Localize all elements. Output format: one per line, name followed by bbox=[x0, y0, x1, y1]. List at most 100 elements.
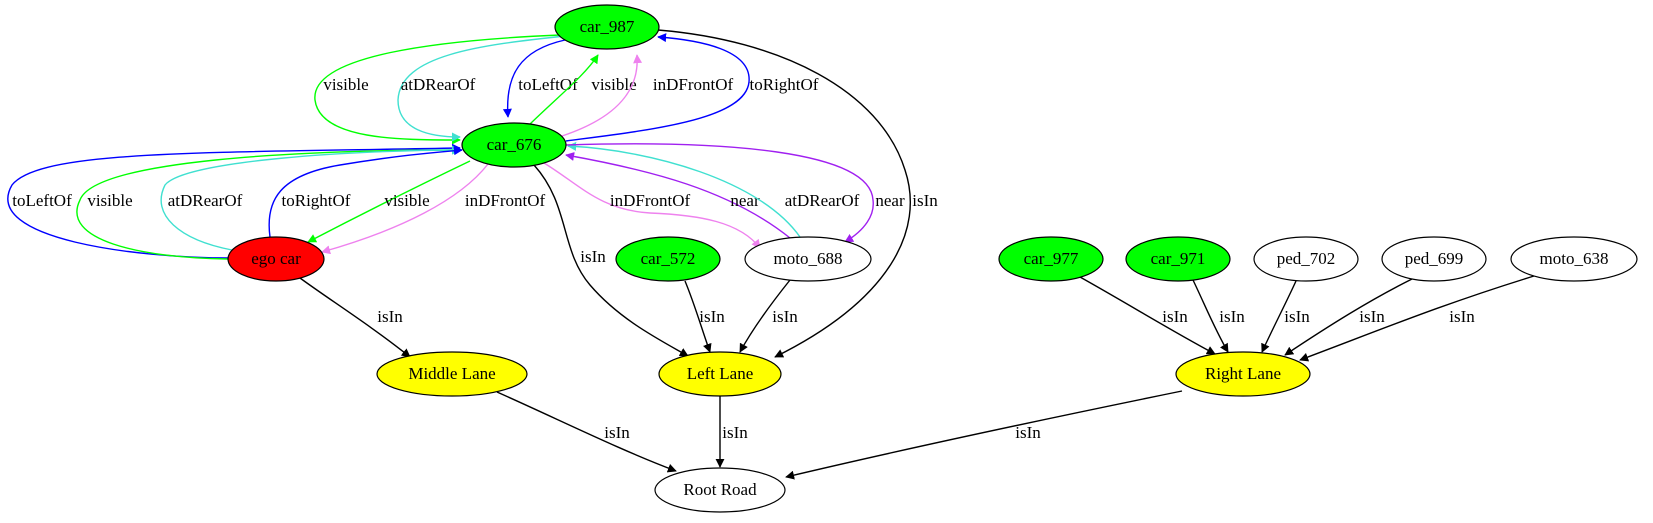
edge-car_987-to-car_676-atdrearof: atDRearOf bbox=[397, 35, 566, 142]
edge-line bbox=[785, 390, 1183, 480]
edge-line bbox=[684, 280, 712, 353]
node-ped-702: ped_702 bbox=[1253, 236, 1359, 282]
edge-car_676-to-ego_car-indfrontof: inDFrontOf bbox=[321, 163, 546, 255]
node-ellipse bbox=[1510, 236, 1638, 282]
edge-label: isIn bbox=[1449, 307, 1475, 326]
edge-moto_688-to-car_676-atdrearof: atDRearOf bbox=[567, 141, 860, 238]
edge-label: isIn bbox=[1015, 423, 1041, 442]
edge-label: isIn bbox=[1219, 307, 1245, 326]
node-car-572: car_572 bbox=[615, 236, 721, 282]
node-ellipse bbox=[1125, 236, 1231, 282]
edge-car_676-to-car_987-visible: visible bbox=[529, 54, 637, 125]
edge-car_987-to-car_676-toleftof: toLeftOf bbox=[502, 39, 578, 118]
edge-label: isIn bbox=[580, 247, 606, 266]
edge-ego_car-to-car_676-torightof: toRightOf bbox=[268, 146, 463, 238]
edge-label: visible bbox=[323, 75, 368, 94]
edge-label: toLeftOf bbox=[518, 75, 578, 94]
node-middle-lane: Middle Lane bbox=[376, 351, 528, 397]
edge-car_676-to-left_lane-isin: isIn bbox=[533, 164, 689, 357]
edge-line bbox=[739, 279, 791, 353]
edge-ped_699-to-right_lane-isin: isIn bbox=[1284, 278, 1413, 356]
node-label: ped_702 bbox=[1277, 249, 1336, 268]
node-label: car_572 bbox=[641, 249, 696, 268]
node-ellipse bbox=[998, 236, 1104, 282]
edge-label: toRightOf bbox=[750, 75, 819, 94]
edge-label: toLeftOf bbox=[12, 191, 72, 210]
node-label: ego car bbox=[251, 249, 301, 268]
edge-ego_car-to-middle_lane-isin: isIn bbox=[299, 277, 411, 358]
node-ellipse bbox=[461, 122, 567, 168]
node-car-971: car_971 bbox=[1125, 236, 1231, 282]
edge-line bbox=[321, 163, 489, 255]
edge-car_572-to-left_lane-isin: isIn bbox=[684, 280, 725, 353]
edge-ego_car-to-car_676-atdrearof: atDRearOf bbox=[160, 145, 461, 251]
node-ellipse bbox=[376, 351, 528, 397]
edge-line bbox=[657, 29, 912, 358]
edge-left_lane-to-root_road-isin: isIn bbox=[715, 396, 748, 468]
edge-car_676-to-moto_688-near: near bbox=[565, 143, 905, 243]
node-ped-699: ped_699 bbox=[1381, 236, 1487, 282]
edge-line bbox=[160, 145, 461, 251]
edge-car_676-to-ego_car-visible: visible bbox=[307, 160, 471, 243]
node-moto-638: moto_638 bbox=[1510, 236, 1638, 282]
edge-line bbox=[7, 143, 461, 259]
node-root-road: Root Road bbox=[654, 467, 786, 513]
edge-label: isIn bbox=[772, 307, 798, 326]
node-label: car_971 bbox=[1151, 249, 1206, 268]
edge-line bbox=[565, 143, 874, 243]
edge-line bbox=[268, 146, 463, 238]
edge-line bbox=[307, 160, 471, 243]
edge-label: inDFrontOf bbox=[610, 191, 691, 210]
edge-label: isIn bbox=[912, 191, 938, 210]
edge-label: inDFrontOf bbox=[465, 191, 546, 210]
node-label: Middle Lane bbox=[408, 364, 495, 383]
edge-label: visible bbox=[384, 191, 429, 210]
edge-moto_688-to-left_lane-isin: isIn bbox=[739, 279, 798, 353]
edge-ego_car-to-car_676-visible: visible bbox=[76, 145, 461, 260]
edge-label: isIn bbox=[1359, 307, 1385, 326]
edge-label: atDRearOf bbox=[401, 75, 476, 94]
edge-car_676-to-moto_688-indfrontof: inDFrontOf bbox=[543, 162, 761, 249]
node-label: Root Road bbox=[683, 480, 757, 499]
node-label: moto_688 bbox=[774, 249, 843, 268]
node-ellipse bbox=[1253, 236, 1359, 282]
node-ellipse bbox=[658, 351, 782, 397]
edge-car_676-to-car_987-indfrontof: inDFrontOf bbox=[561, 54, 733, 137]
node-label: Right Lane bbox=[1205, 364, 1281, 383]
node-ellipse bbox=[1175, 351, 1311, 397]
node-label: ped_699 bbox=[1405, 249, 1464, 268]
node-ellipse bbox=[1381, 236, 1487, 282]
edge-line bbox=[565, 151, 791, 239]
edge-middle_lane-to-root_road-isin: isIn bbox=[496, 391, 677, 473]
node-label: Left Lane bbox=[687, 364, 754, 383]
node-ego-car: ego car bbox=[227, 236, 325, 282]
node-moto-688: moto_688 bbox=[744, 236, 872, 282]
edge-line bbox=[496, 391, 677, 473]
edge-line bbox=[1284, 278, 1413, 356]
edge-line bbox=[502, 39, 566, 118]
edge-label: atDRearOf bbox=[785, 191, 860, 210]
edge-car_987-to-left_lane-isin: isIn bbox=[657, 29, 938, 358]
edge-ego_car-to-car_676-toleftof: toLeftOf bbox=[7, 143, 461, 259]
edge-line bbox=[1261, 280, 1297, 353]
edge-label: visible bbox=[591, 75, 636, 94]
node-ellipse bbox=[615, 236, 721, 282]
edge-label: toRightOf bbox=[282, 191, 351, 210]
edge-right_lane-to-root_road-isin: isIn bbox=[785, 390, 1183, 480]
edge-label: isIn bbox=[1284, 307, 1310, 326]
node-car-977: car_977 bbox=[998, 236, 1104, 282]
edge-line bbox=[543, 162, 761, 249]
edge-label: isIn bbox=[1162, 307, 1188, 326]
edge-ped_702-to-right_lane-isin: isIn bbox=[1261, 280, 1310, 353]
edge-label: isIn bbox=[722, 423, 748, 442]
edge-label: visible bbox=[87, 191, 132, 210]
edge-line bbox=[567, 141, 801, 238]
edge-label: isIn bbox=[604, 423, 630, 442]
edge-line bbox=[561, 54, 643, 137]
node-ellipse bbox=[554, 4, 660, 50]
node-label: car_987 bbox=[580, 17, 635, 36]
edge-line bbox=[1299, 275, 1535, 362]
edge-line bbox=[1192, 279, 1229, 353]
